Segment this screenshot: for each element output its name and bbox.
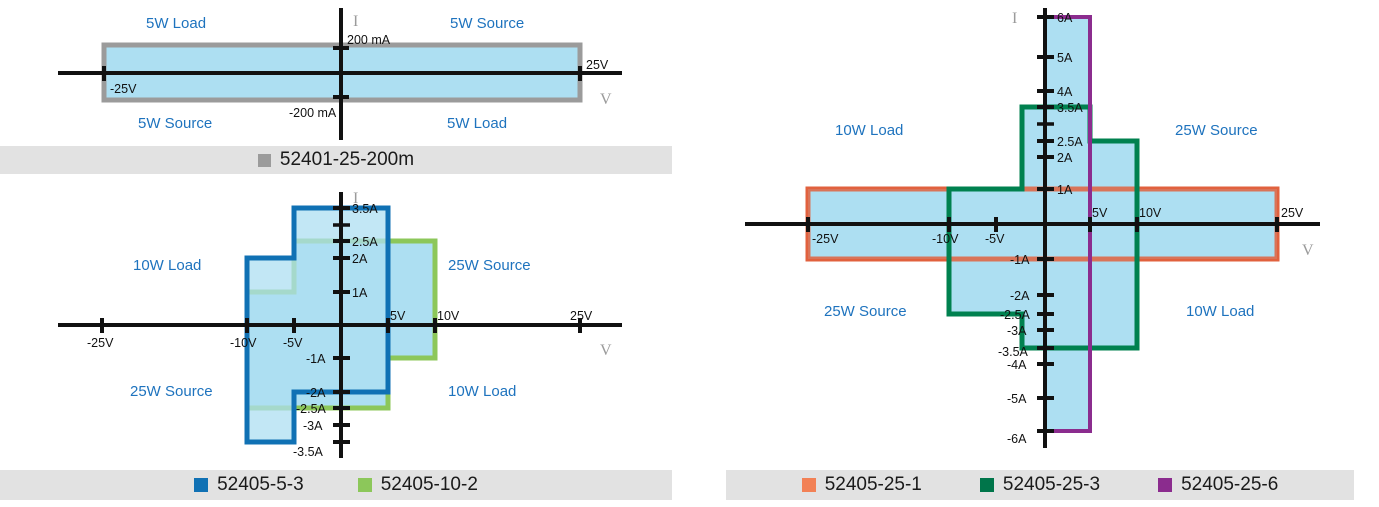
label-2a: 2A [352, 252, 368, 266]
legend-label: 52405-25-1 [824, 474, 922, 495]
label-5v: 5V [390, 309, 406, 323]
label-neg-2a: -2A [1010, 289, 1030, 303]
legend-label: 52405-10-2 [380, 474, 478, 495]
label-neg-4a: -4A [1007, 358, 1027, 372]
quadrant-label-top-left: 10W Load [133, 257, 201, 274]
label-2a: 2A [1057, 151, 1073, 165]
quadrant-label-top-left: 10W Load [835, 122, 903, 139]
legend-swatch-icon [1158, 478, 1173, 492]
legend-swatch-icon [194, 478, 209, 492]
legend-label: 52405-25-3 [1002, 474, 1101, 495]
region-outline-52405-25-1 [805, 186, 1280, 262]
label-neg-2-5a: -2.5A [296, 402, 327, 416]
label-25v: 25V [1281, 206, 1304, 220]
label-neg-3a: -3A [303, 419, 323, 433]
quadrant-label-bottom-right: 10W Load [1186, 303, 1254, 320]
legend-swatch-icon [257, 153, 271, 167]
label-3-5a: 3.5A [352, 202, 378, 216]
legend-item-52405-25-1[interactable]: 52405-25-1 [801, 474, 922, 496]
legend-item-52405-25-6[interactable]: 52405-25-6 [1158, 474, 1278, 496]
label-6a: 6A [1057, 11, 1073, 25]
label-neg-3-5a: -3.5A [998, 345, 1029, 359]
legend-label: 52401-25-200m [279, 149, 415, 170]
chart-52401-svg: 200 mA -200 mA -25V 25V I V 5W Load 5W S… [58, 8, 622, 140]
legend-52405-low: 52405-5-3 52405-10-2 [0, 470, 672, 500]
label-neg-25v: -25V [812, 232, 839, 246]
quadrant-label-top-right: 25W Source [1175, 122, 1258, 139]
label-neg-25v: -25V [87, 336, 114, 350]
label-neg-5a: -5A [1007, 392, 1027, 406]
quadrant-label-bottom-right: 5W Load [447, 115, 507, 132]
label-5v: 5V [1092, 206, 1108, 220]
label-neg-1a: -1A [306, 352, 326, 366]
label-25v: 25V [586, 58, 609, 72]
i-axis-letter: I [1012, 10, 1017, 27]
chart-52401-25-200m: 200 mA -200 mA -25V 25V I V 5W Load 5W S… [0, 0, 680, 148]
legend-item-52405-25-3[interactable]: 52405-25-3 [979, 474, 1101, 496]
legend-swatch-icon [801, 478, 816, 492]
label-neg-5v: -5V [283, 336, 303, 350]
label-1a: 1A [352, 286, 368, 300]
legend-item-52401-25-200m[interactable]: 52401-25-200m [257, 149, 415, 171]
label-2-5a: 2.5A [1057, 135, 1083, 149]
quadrant-label-bottom-left: 25W Source [130, 383, 213, 400]
label-neg-6a: -6A [1007, 432, 1027, 446]
chart-52405-low-svg: 3.5A 2.5A 2A 1A -1A -2A -2.5A -3A -3.5A … [58, 190, 622, 459]
legend-item-52405-5-3[interactable]: 52405-5-3 [194, 474, 304, 496]
i-axis-letter: I [353, 190, 358, 207]
chart-52405-5-3-and-10-2: 3.5A 2.5A 2A 1A -1A -2A -2.5A -3A -3.5A … [0, 180, 680, 460]
label-1a: 1A [1057, 183, 1073, 197]
label-5a: 5A [1057, 51, 1073, 65]
label-neg-1a: -1A [1010, 253, 1030, 267]
label-4a: 4A [1057, 85, 1073, 99]
label-neg-3a: -3A [1007, 324, 1027, 338]
label-25v: 25V [570, 309, 593, 323]
quadrant-label-top-right: 25W Source [448, 257, 531, 274]
label-neg-200ma: -200 mA [289, 106, 337, 120]
label-2-5a: 2.5A [352, 235, 378, 249]
v-axis-letter: V [1302, 242, 1314, 259]
chart-52405-25-family: 6A 5A 4A 3.5A 2.5A 2A 1A -1A -2A -2.5A -… [700, 0, 1379, 460]
legend-52405-25: 52405-25-1 52405-25-3 52405-25-6 [726, 470, 1354, 500]
quadrant-label-bottom-left: 5W Source [138, 115, 212, 132]
label-neg-3-5a: -3.5A [293, 445, 324, 459]
quadrant-label-bottom-left: 25W Source [824, 303, 907, 320]
label-neg-5v: -5V [985, 232, 1005, 246]
label-neg-10v: -10V [932, 232, 959, 246]
label-10v: 10V [1139, 206, 1162, 220]
legend-label: 52405-25-6 [1181, 474, 1279, 495]
label-neg-2a: -2A [306, 386, 326, 400]
label-3-5a: 3.5A [1057, 101, 1083, 115]
legend-swatch-icon [979, 478, 994, 492]
legend-52401: 52401-25-200m [0, 146, 672, 174]
legend-label: 52405-5-3 [217, 474, 304, 495]
v-axis-letter: V [600, 342, 612, 359]
label-neg-2-5a: -2.5A [1000, 308, 1031, 322]
label-neg-25v: -25V [110, 82, 137, 96]
v-axis-letter: V [600, 91, 612, 108]
quadrant-label-top-left: 5W Load [146, 15, 206, 32]
quadrant-label-bottom-right: 10W Load [448, 383, 516, 400]
legend-swatch-icon [357, 478, 372, 492]
quadrant-label-top-right: 5W Source [450, 15, 524, 32]
label-10v: 10V [437, 309, 460, 323]
i-axis-letter: I [353, 13, 358, 30]
chart-52405-25-svg: 6A 5A 4A 3.5A 2.5A 2A 1A -1A -2A -2.5A -… [745, 8, 1320, 448]
legend-item-52405-10-2[interactable]: 52405-10-2 [357, 474, 478, 496]
label-neg-10v: -10V [230, 336, 257, 350]
label-200ma: 200 mA [347, 33, 391, 47]
